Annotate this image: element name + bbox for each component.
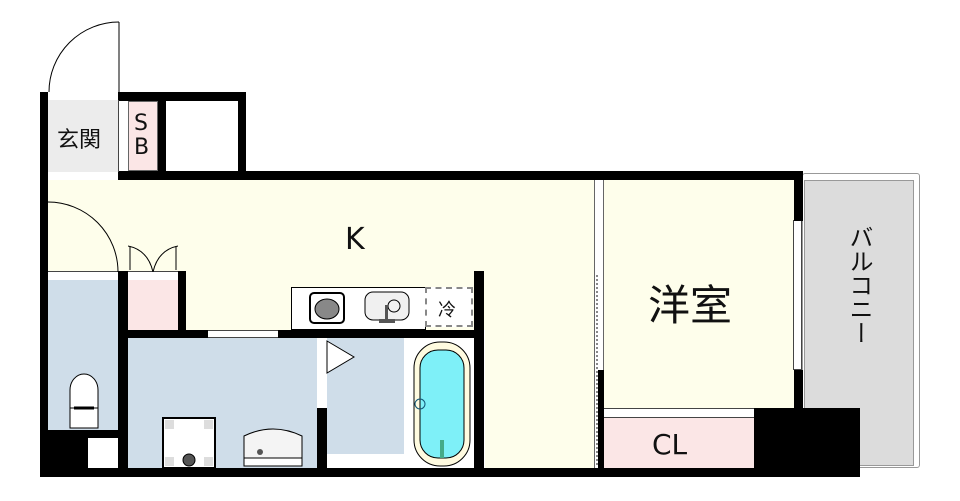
fridge-label: 冷 (438, 300, 456, 321)
wall (278, 330, 476, 338)
pipe-space (166, 101, 238, 171)
toilet-storage (88, 438, 118, 468)
wall (754, 408, 860, 477)
toilet-door-swing-icon (48, 201, 119, 272)
storage-door-swing-icon (128, 245, 178, 272)
washing-machine-icon (162, 417, 216, 469)
wall (794, 171, 803, 221)
entrance-door-swing-icon (48, 21, 120, 94)
kitchen-room-lower (485, 330, 598, 468)
shoe-box (128, 101, 158, 171)
closet-door (604, 408, 754, 418)
storage (128, 280, 178, 330)
western-room-sliding-door (594, 180, 604, 468)
storage-door-sill (128, 271, 178, 280)
washroom-door-opening (208, 330, 278, 338)
wall (794, 370, 803, 410)
bathtub-icon (413, 341, 471, 467)
wall (598, 370, 604, 470)
wall (40, 92, 48, 476)
wall (48, 430, 128, 438)
balcony-label: バルコニー (845, 225, 873, 345)
toilet-icon (69, 373, 99, 429)
wall (317, 408, 327, 470)
entrance-room (48, 100, 119, 172)
fridge-space (425, 287, 473, 327)
kitchen-label: K (345, 222, 365, 257)
closet-label: CL (652, 428, 688, 461)
wall (118, 100, 119, 172)
entrance-label: 玄関 (57, 128, 102, 153)
shoe-box-label: SB (134, 111, 150, 160)
wall (178, 271, 186, 337)
wall (48, 430, 88, 470)
stove-icon (309, 292, 345, 324)
wall (474, 271, 484, 471)
balcony-window (793, 220, 802, 370)
western-room (604, 180, 794, 408)
wall (118, 92, 246, 101)
wall (128, 330, 208, 338)
wall (238, 92, 246, 180)
wall (118, 271, 128, 476)
western-room-door-dots (596, 275, 599, 465)
kitchen-sink-icon (364, 291, 410, 323)
closet (604, 418, 754, 468)
bathroom-door-icon (326, 340, 355, 374)
wall (158, 92, 166, 180)
wash-basin-icon (243, 428, 303, 467)
wall (118, 171, 802, 180)
toilet-door-sill (48, 271, 118, 280)
western-room-label: 洋室 (648, 281, 733, 330)
wall (40, 468, 810, 477)
